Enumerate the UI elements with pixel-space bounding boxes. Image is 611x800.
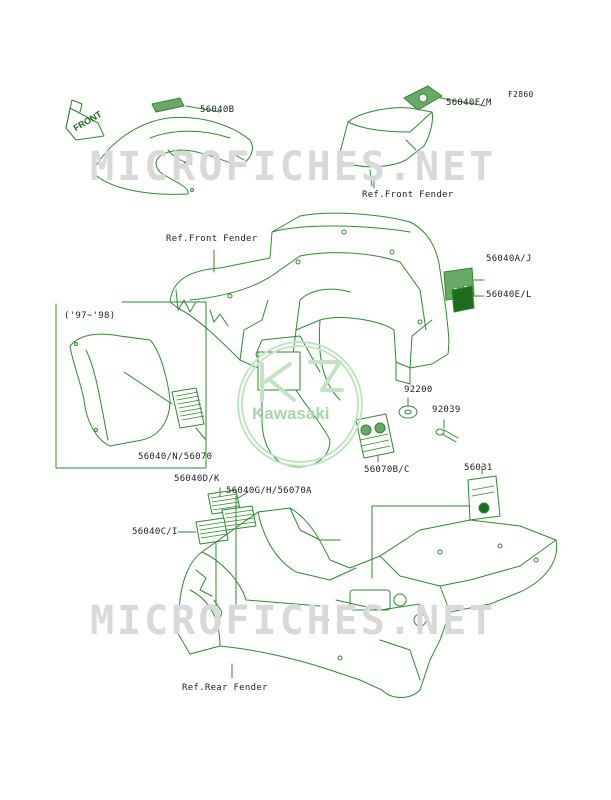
watermark-brand: Kawasaki bbox=[252, 404, 330, 423]
part-label-56031: 56031 bbox=[464, 463, 493, 473]
label-56040B-decal bbox=[151, 97, 185, 113]
part-label-92039: 92039 bbox=[432, 405, 461, 415]
part-label-56040DK: 56040D/K bbox=[174, 474, 220, 484]
part-label-56040AJ: 56040A/J bbox=[486, 254, 532, 264]
part-label-56040CI: 56040C/I bbox=[132, 527, 178, 537]
label-56040FM-decal bbox=[403, 85, 443, 111]
part-label-56070BC: 56070B/C bbox=[364, 465, 410, 475]
part-label-56040GH: 56040G/H/56070A bbox=[226, 486, 312, 496]
ref-front-fender-label-main: Ref.Front Fender bbox=[166, 234, 258, 244]
label-56040CI-decal bbox=[195, 517, 229, 545]
front-fender-body bbox=[169, 212, 450, 468]
watermark-top: MICROFICHES.NET bbox=[90, 144, 497, 190]
part-label-56040B: 56040B bbox=[200, 105, 235, 115]
washer-92200-part bbox=[398, 405, 418, 419]
diagram-code: F2860 bbox=[508, 90, 534, 99]
ref-front-fender-label-top: Ref.Front Fender bbox=[362, 190, 454, 200]
inset-year-range: ('97~'98) bbox=[64, 311, 116, 321]
label-56070BC-decal bbox=[355, 413, 395, 459]
upper-cover-part bbox=[91, 116, 253, 195]
label-56031-decal bbox=[467, 475, 501, 521]
part-label-56040N: 56040/N/56070 bbox=[138, 452, 213, 462]
rear-fender-body bbox=[175, 507, 558, 698]
bolt-92039-part bbox=[435, 428, 459, 443]
ref-rear-fender-label: Ref.Rear Fender bbox=[182, 683, 268, 693]
inset-fender-part bbox=[69, 333, 171, 447]
label-56040EL-decal bbox=[451, 285, 475, 313]
part-label-56040EL: 56040E/L bbox=[486, 290, 532, 300]
inset-frame bbox=[55, 301, 207, 469]
kawasaki-logo-watermark bbox=[237, 341, 363, 467]
label-56040N-decal bbox=[171, 387, 205, 429]
part-label-56040FM: 56040F/M bbox=[446, 98, 492, 108]
front-fender-small-part bbox=[337, 107, 433, 187]
front-arrow-icon bbox=[65, 99, 105, 141]
label-56040GH-decal bbox=[221, 505, 257, 531]
watermark-bottom: MICROFICHES.NET bbox=[90, 598, 497, 644]
part-label-92200: 92200 bbox=[404, 385, 433, 395]
